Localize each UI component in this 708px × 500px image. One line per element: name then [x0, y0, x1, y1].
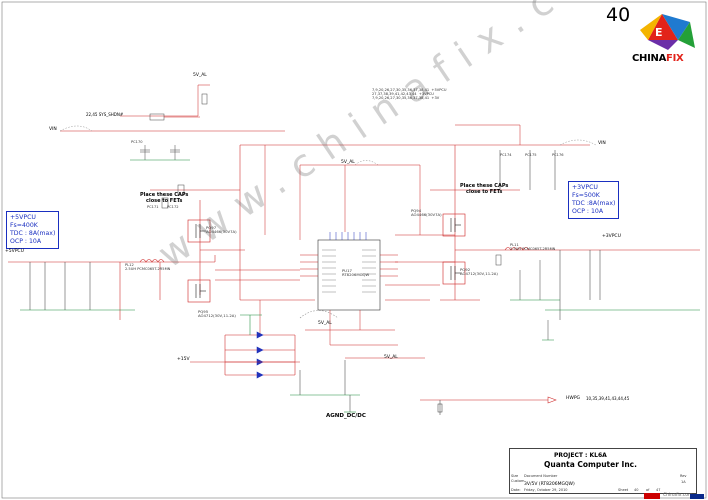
component-pc176: PC176 [552, 153, 564, 157]
spec-line: Fs=400K [10, 222, 38, 229]
date-label: Date: [511, 488, 521, 492]
doc-number-label: Document Number [524, 474, 558, 478]
component-pq97: PQ97 AO4466(30V7A) [206, 225, 237, 234]
component-pl12: PL12 2.5UH PCMC065T-2R5MN [125, 263, 171, 271]
company-name: Quanta Computer Inc. [544, 460, 637, 469]
spec-line: TDC :8A(max) [572, 200, 616, 207]
net-5val-bottom: 5V_AL [384, 355, 398, 360]
title-block: PROJECT : KL6A Quanta Computer Inc. Size… [509, 448, 697, 494]
hwpg-net [420, 396, 557, 415]
net-5val-mid: 5V_AL [341, 160, 355, 165]
spec-line: OCP : 10A [572, 208, 604, 215]
sheet-of: of [646, 488, 650, 492]
page-number: 40 [606, 4, 631, 26]
net-vin-right: VIN [598, 141, 606, 146]
net-vin-left: VIN [49, 127, 57, 132]
svg-text:E: E [655, 26, 663, 39]
component-pu17: PU17 RT8206MGQW [342, 268, 370, 277]
component-pc172: PC172 [167, 205, 179, 209]
logo-text-fix: FIX [666, 53, 684, 64]
net-hwpg-refs: 10,35,39,41,43,44,45 [586, 396, 630, 401]
spec-line: Fs=500K [572, 192, 600, 199]
spec-box-3vpcu: +3VPCU Fs=500K TDC :8A(max) OCP : 10A [568, 181, 620, 219]
size-label: Size [511, 474, 519, 478]
footer-bar [690, 494, 704, 499]
component-pq92: PQ92 AO4712(30V,11.2A) [460, 267, 498, 276]
input-section [59, 84, 597, 166]
component-pl11: PL11 2.5UH PCMC065T-2R5MN [510, 243, 556, 251]
date-value: Friday, October 29, 2010 [524, 488, 568, 492]
note-text: Place these CAPs close to FETs [460, 183, 509, 195]
inductor-pl12 [139, 259, 165, 263]
chinafix-logo-text: CHINAFIX [632, 53, 684, 64]
mosfet-pq94 [442, 213, 466, 237]
footer-stamp [644, 493, 660, 499]
net-hwpg: HWPG [566, 396, 581, 401]
ic-pu17 [300, 232, 398, 311]
right-caps [161, 184, 560, 341]
spec-line: +5VPCU [10, 214, 36, 221]
net-refs-block: 7,9,20,26,27,30,35,36,37,38,41 +5VPCU 27… [372, 88, 447, 100]
spec-box-5vpcu: +5VPCU Fs=400K TDC : 8A(max) OCP : 10A [6, 211, 60, 249]
mosfet-pq97 [187, 219, 211, 243]
size-value: Custom [511, 479, 525, 483]
mosfet-pq95 [187, 279, 211, 303]
logo-text-china: CHINA [632, 53, 667, 64]
net-3vpcu-right: +3VPCU [602, 234, 621, 239]
cap-bank-top-left [130, 145, 190, 161]
project-name: PROJECT : KL6A [554, 452, 607, 459]
component-pc175: PC175 [525, 153, 537, 157]
net-5val-center: 5V_AL [318, 321, 332, 326]
sheet-total: 47 [656, 488, 661, 492]
rev-value: 1A [681, 480, 686, 484]
net-sys-shdn: 22,45 SYS_SHDN# [86, 112, 124, 117]
component-pc170: PC170 [131, 140, 143, 144]
component-pc174: PC174 [500, 153, 512, 157]
note-caps-right: Place these CAPs close to FETs [460, 183, 508, 195]
spec-line: OCP : 10A [10, 238, 42, 245]
plus15v-net [190, 357, 425, 413]
center-bus [259, 145, 440, 346]
buck-3v-wiring [395, 145, 700, 320]
footer-site: Chinafix.com [663, 493, 693, 498]
sheet-number: 40 [634, 488, 639, 492]
chinafix-logo-mark: E [640, 14, 695, 50]
doc-title: 3V/5V (RT8206MGQW) [524, 482, 575, 487]
component-pq94: PQ94 AO4466(30V7A) [411, 208, 442, 217]
net-agnd: AGND_DC/DC [326, 413, 366, 419]
note-text: Place these CAPs close to FETs [140, 192, 189, 204]
net-5val-top: 5V_AL [193, 73, 207, 78]
spec-line: +3VPCU [572, 184, 598, 191]
component-pc171: PC171 [147, 205, 159, 209]
spec-line: TDC : 8A(max) [10, 230, 56, 237]
mosfet-pq92 [442, 261, 466, 285]
buck-5v-wiring [8, 144, 455, 320]
sheet-label: Sheet [618, 488, 629, 492]
rev-label: Rev [680, 474, 687, 478]
component-pq95: PQ95 AO4712(30V,11.2A) [198, 309, 236, 318]
net-5vpcu-left: +5VPCU [5, 249, 24, 254]
net-plus15v: +15V [177, 357, 190, 362]
note-caps-left: Place these CAPs close to FETs [140, 192, 188, 204]
